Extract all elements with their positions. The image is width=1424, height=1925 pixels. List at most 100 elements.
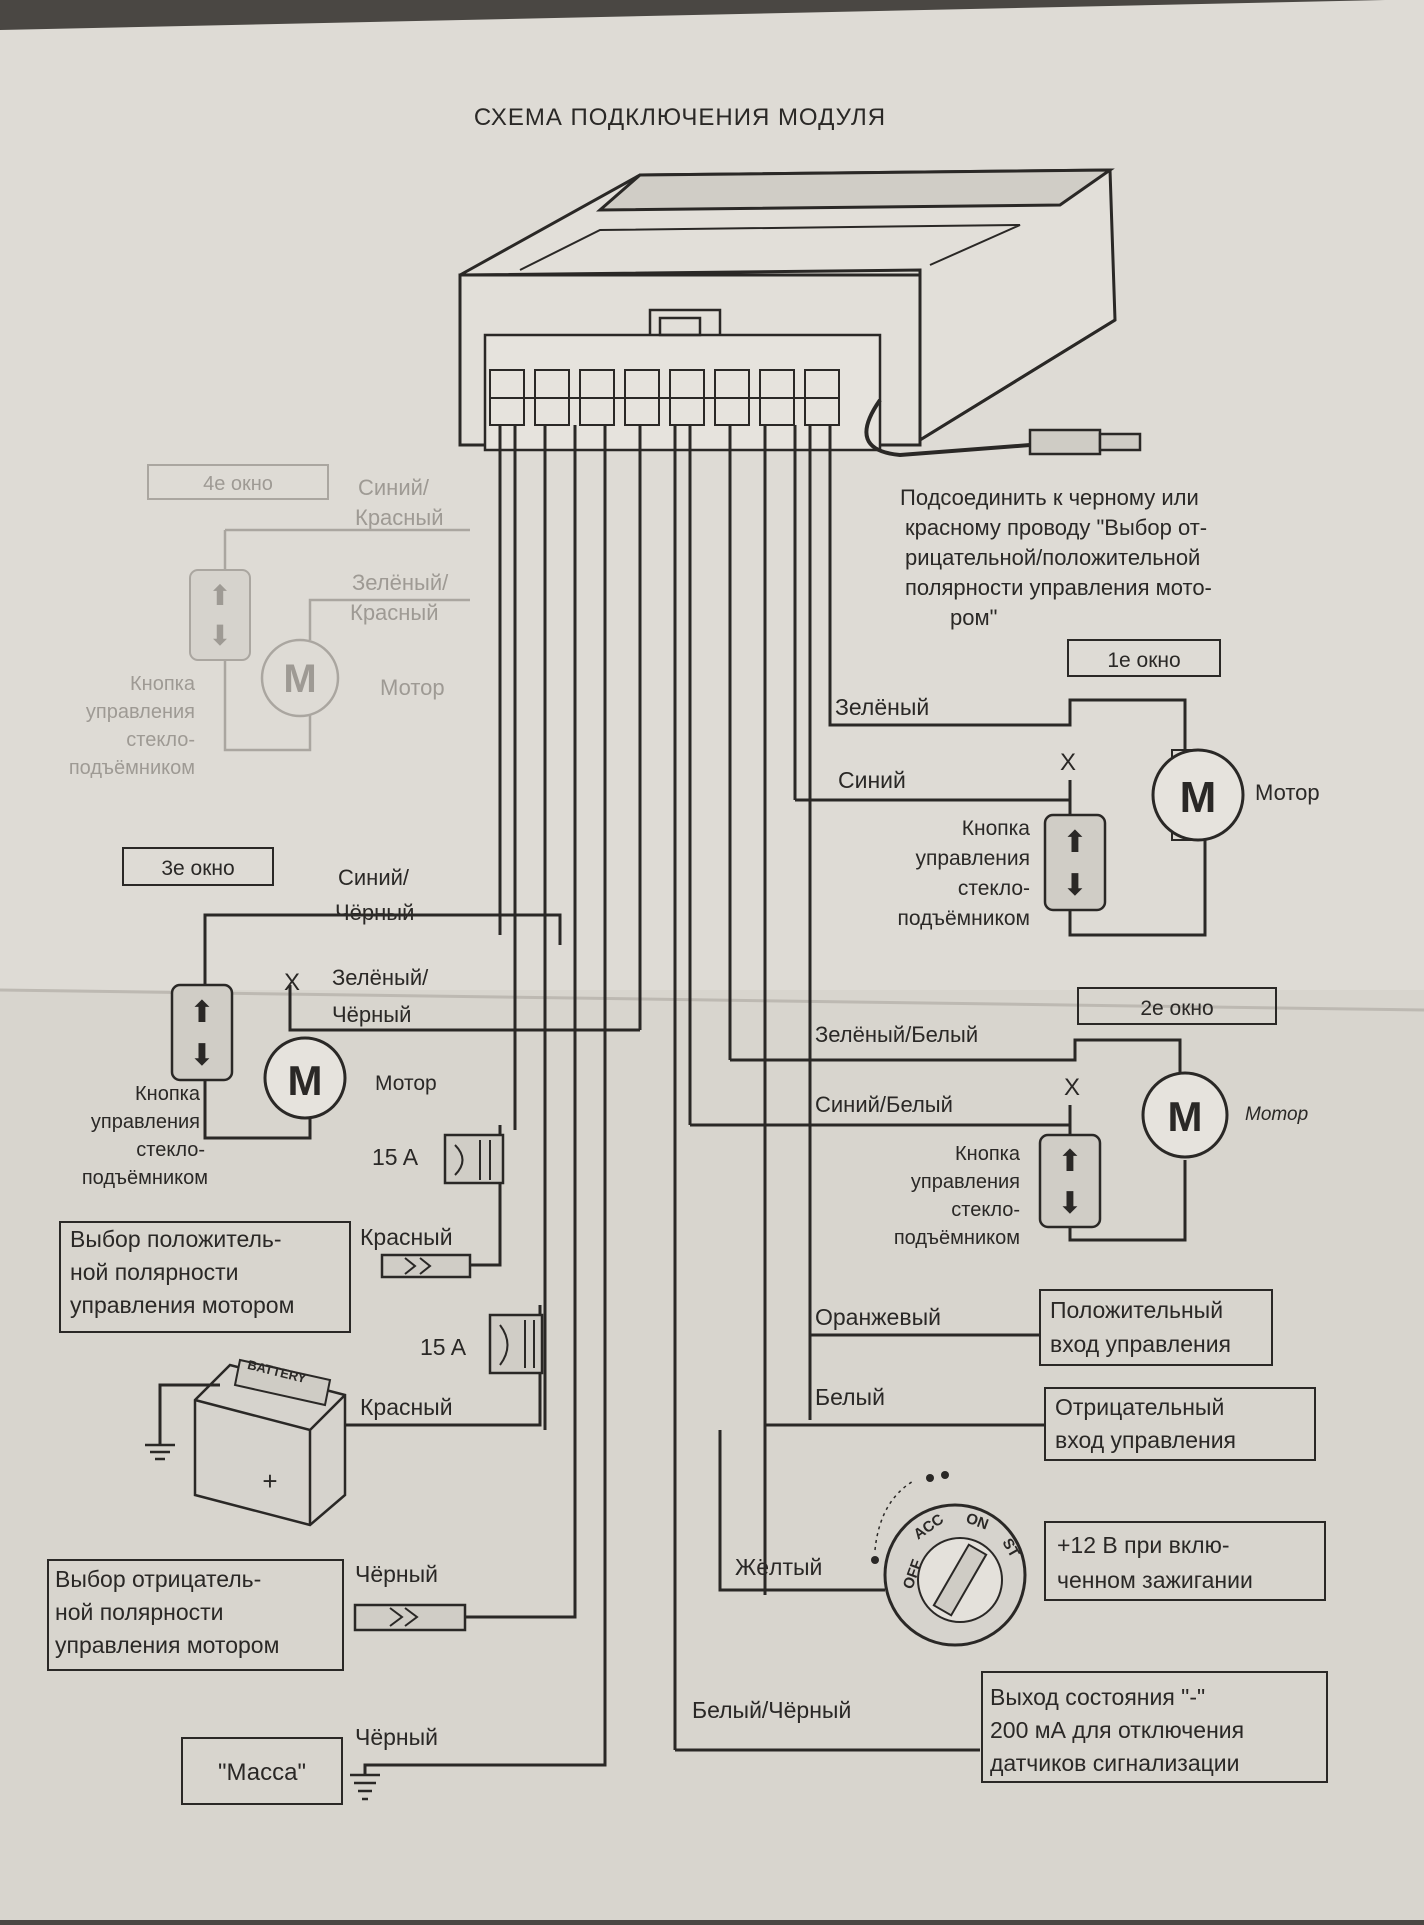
wire-yellow-label: Жёлтый — [735, 1554, 822, 1580]
fuse-2-group: 15 A Красный BATTERY + — [145, 1305, 544, 1527]
window-2-button-label-3: стекло- — [951, 1199, 1020, 1221]
window-3-cross-mark: X — [284, 969, 300, 996]
ignition-arc — [874, 1479, 916, 1551]
window-3-arrow-down-icon: ⬇ — [189, 1039, 214, 1072]
wire-black-1-label: Чёрный — [355, 1561, 438, 1587]
negative-polarity-group: Выбор отрицатель- ной полярности управле… — [47, 1559, 607, 1805]
window-1-wire-blue: Синий — [838, 767, 906, 793]
positive-polarity-line-3: управления мотором — [70, 1292, 294, 1318]
window-2-wiring — [690, 1038, 1187, 1242]
negative-input-line-2: вход управления — [1055, 1427, 1236, 1453]
ground-box — [181, 1737, 343, 1805]
ignition-key-slot — [932, 1543, 988, 1617]
window-4-label: 4е окно — [203, 473, 273, 495]
fuse-1-icon — [443, 1133, 505, 1185]
window-3-motor-symbol: M — [288, 1057, 323, 1104]
window-1-label-box — [1067, 639, 1221, 677]
negative-polarity-box — [47, 1559, 344, 1671]
ignition-note-line-1: +12 В при вклю- — [1057, 1532, 1230, 1558]
positive-input-line-2: вход управления — [1050, 1331, 1231, 1357]
window-2-wire-blue-white: Синий/Белый — [815, 1092, 953, 1117]
window-4-label-box — [147, 464, 329, 500]
window-1-button-label-2: управления — [915, 847, 1030, 870]
polarity-note: Подсоединить к черному или красному пров… — [900, 485, 1212, 630]
window-3-button-label-2: управления — [91, 1111, 200, 1133]
fuse-1-symbol — [454, 1140, 491, 1180]
positive-input-box — [1039, 1289, 1273, 1366]
positive-polarity-line-2: ной полярности — [70, 1259, 239, 1285]
fuse-2-label: 15 A — [420, 1334, 467, 1360]
window-1-button-label-4: подъёмником — [898, 907, 1031, 930]
window-4-button-label-3: стекло- — [126, 729, 195, 751]
yellow-wire — [718, 1430, 885, 1592]
fuse-1-wiring — [470, 1125, 502, 1267]
window-3-wire-green-black: Зелёный/ — [332, 965, 429, 990]
window-2-arrow-up-icon: ⬆ — [1057, 1145, 1082, 1178]
window-2-button-label-2: управления — [911, 1171, 1020, 1193]
status-output-box — [981, 1671, 1328, 1783]
battery-ground-wiring — [158, 1383, 220, 1445]
ignition-group: Жёлтый OFF ACC ON ST +12 В при вклю- чен… — [718, 1430, 1326, 1647]
window-3-wire-blue-black-2: Чёрный — [335, 900, 414, 925]
ignition-dot-3 — [871, 1556, 879, 1564]
harness-wires — [498, 425, 832, 1760]
fuse-1-label: 15 A — [372, 1144, 419, 1170]
window-1-button — [1043, 813, 1107, 912]
status-output-line-3: датчиков сигнализации — [990, 1750, 1240, 1776]
window-1-label: 1е окно — [1107, 649, 1180, 672]
window-1-arrow-down-icon: ⬇ — [1062, 869, 1087, 902]
window-3-arrow-up-icon: ⬆ — [189, 996, 214, 1029]
window-4-button-label-2: управления — [86, 701, 195, 723]
window-4-wire-blue-red-2: Красный — [355, 505, 444, 530]
window-3-button-label-4: подъёмником — [82, 1167, 208, 1189]
status-output-group: Белый/Чёрный Выход состояния "-" 200 мА … — [675, 1671, 1328, 1783]
wire-black-2-label: Чёрный — [355, 1724, 438, 1750]
window-2-cross-mark: X — [1064, 1074, 1080, 1101]
window-3-label: 3е окно — [161, 857, 234, 880]
status-output-line-1: Выход состояния "-" — [990, 1684, 1205, 1710]
window-1-motor-icon — [1151, 748, 1245, 842]
window-1-group: 1е окно Зелёный Синий X ⬆ ⬇ M Мотор Кноп… — [795, 639, 1320, 937]
window-4-group: 4е окно Синий/ Красный Зелёный/ Красный … — [69, 464, 470, 779]
window-4-wire-green-red-2: Красный — [350, 600, 439, 625]
window-3-motor-label: Мотор — [375, 1072, 437, 1095]
negative-polarity-connector — [353, 1603, 467, 1632]
diagram-title: СХЕМА ПОДКЛЮЧЕНИЯ МОДУЛЯ — [474, 104, 886, 131]
svg-text:полярности управления мото-: полярности управления мото- — [905, 575, 1212, 600]
control-inputs-group: Оранжевый Положительный вход управления … — [763, 1289, 1316, 1595]
battery-plus-icon: + — [262, 1466, 277, 1496]
svg-text:красному проводу "Выбор от-: красному проводу "Выбор от- — [905, 515, 1207, 540]
negative-connector-symbol — [389, 1607, 419, 1627]
positive-polarity-line-1: Выбор положитель- — [70, 1226, 282, 1252]
window-3-motor-icon — [263, 1036, 347, 1120]
wire-red-2-label: Красный — [360, 1394, 453, 1420]
wire-white-black-label: Белый/Чёрный — [692, 1697, 851, 1723]
ignition-pos-on: ON — [964, 1510, 991, 1534]
window-3-label-box — [122, 847, 274, 886]
ignition-dot-2 — [941, 1471, 949, 1479]
ground-wiring — [363, 1755, 607, 1775]
window-4-button-label-1: Кнопка — [130, 673, 196, 695]
ignition-dot-1 — [926, 1474, 934, 1482]
fuse-2-wiring — [300, 1305, 542, 1427]
window-3-wire-blue-black: Синий/ — [338, 865, 410, 890]
window-1-wire-green: Зелёный — [835, 694, 929, 720]
window-2-motor-icon — [1141, 1071, 1229, 1159]
wire-orange-label: Оранжевый — [815, 1304, 941, 1330]
negative-input-line-1: Отрицательный — [1055, 1394, 1224, 1420]
window-2-group: 2е окно Зелёный/Белый Синий/Белый X ⬆ ⬇ … — [690, 987, 1308, 1249]
window-2-button — [1038, 1133, 1102, 1229]
window-2-label-box — [1077, 987, 1277, 1025]
ignition-note-line-2: ченном зажигании — [1057, 1567, 1253, 1593]
window-3-group: 3е окно Синий/ Чёрный Зелёный/ Чёрный X … — [82, 847, 640, 1189]
ground-symbol-icon — [350, 1773, 380, 1801]
window-3-button — [170, 983, 234, 1082]
window-4-button-label-4: подъёмником — [69, 757, 195, 779]
orange-wire — [808, 1333, 1040, 1420]
window-1-button-label-3: стекло- — [958, 877, 1030, 900]
window-4-arrow-up-icon: ⬆ — [208, 580, 231, 611]
window-1-motor-label: Мотор — [1255, 780, 1320, 805]
positive-polarity-connector — [380, 1253, 472, 1279]
ignition-note-box — [1044, 1521, 1326, 1601]
